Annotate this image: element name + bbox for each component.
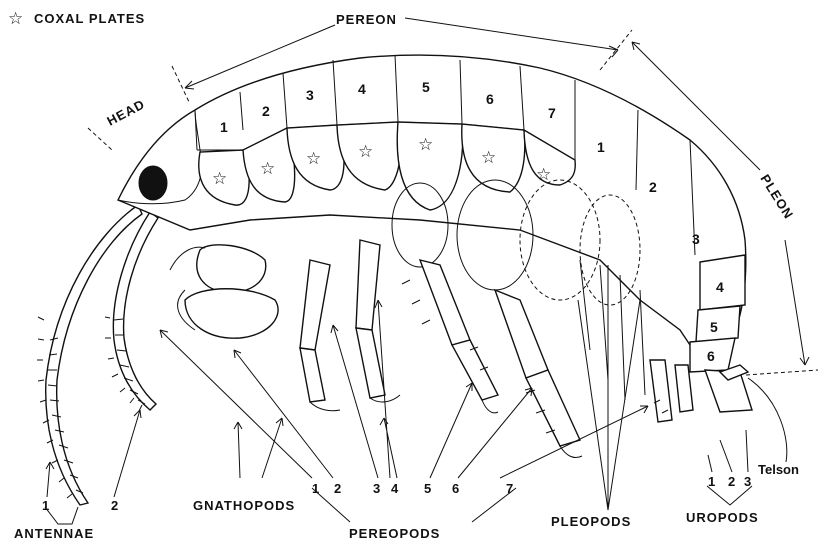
gnathopod-number-1: 1 <box>312 481 319 496</box>
coxal-star-icon: ☆ <box>358 142 373 161</box>
bottom-labels: 1 2 ANTENNAE GNATHOPODS 1 2 3 4 5 6 7 PE… <box>14 462 799 541</box>
pereopod-number-6: 6 <box>452 481 459 496</box>
uropods-label: UROPODS <box>686 510 759 525</box>
head-label: HEAD <box>104 96 147 128</box>
gnathopod-number-2: 2 <box>334 481 341 496</box>
coxal-star-icon: ☆ <box>212 169 227 188</box>
pereopod-number-7: 7 <box>506 481 513 496</box>
pleon-label: PLEON <box>757 172 796 222</box>
pleon-segment-6: 6 <box>707 348 715 364</box>
pereon-label: PEREON <box>336 12 397 27</box>
uropod-number-1: 1 <box>708 474 715 489</box>
pereon-segment-7: 7 <box>548 105 556 121</box>
pleon-segment-4: 4 <box>716 279 724 295</box>
pereon-segment-6: 6 <box>486 91 494 107</box>
pereopod-number-4: 4 <box>391 481 399 496</box>
antennae-label: ANTENNAE <box>14 526 94 541</box>
coxal-star-icon: ☆ <box>418 135 433 154</box>
uropod-number-3: 3 <box>744 474 751 489</box>
antenna-number-1: 1 <box>42 498 49 513</box>
pleon-segment-2: 2 <box>649 179 657 195</box>
coxal-star-icon: ☆ <box>481 148 496 167</box>
pereon-segment-3: 3 <box>306 87 314 103</box>
telson-label: Telson <box>758 462 799 477</box>
eye-icon <box>139 166 167 200</box>
coxal-star-icon: ☆ <box>306 149 321 168</box>
pereon-segment-5: 5 <box>422 79 430 95</box>
pereopods-label: PEREOPODS <box>349 526 440 541</box>
coxal-star-icon: ☆ <box>260 159 275 178</box>
uropod-number-2: 2 <box>728 474 735 489</box>
star-icon: ☆ <box>8 9 23 28</box>
pereon-segment-1: 1 <box>220 119 228 135</box>
antennae-drawing <box>37 205 158 505</box>
legend-label: COXAL PLATES <box>34 11 145 26</box>
pereon-segment-2: 2 <box>262 103 270 119</box>
antenna-number-2: 2 <box>111 498 118 513</box>
pereopod-number-5: 5 <box>424 481 431 496</box>
pleon-segment-5: 5 <box>710 319 718 335</box>
pleon-segment-3: 3 <box>692 231 700 247</box>
coxal-star-icon: ☆ <box>536 165 551 184</box>
pleopods-label: PLEOPODS <box>551 514 631 529</box>
pleon-segment-1: 1 <box>597 139 605 155</box>
pereopod-number-3: 3 <box>373 481 380 496</box>
gnathopods-label: GNATHOPODS <box>193 498 295 513</box>
pereon-segment-4: 4 <box>358 81 366 97</box>
legend: ☆ COXAL PLATES <box>8 9 145 28</box>
